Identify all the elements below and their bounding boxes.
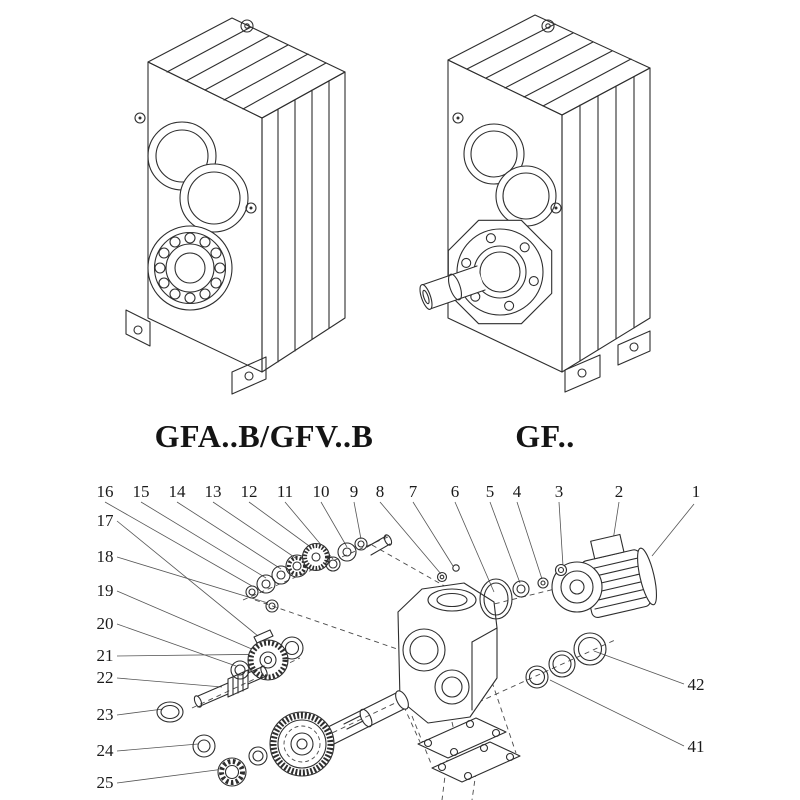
gfab-output-bearing [147, 225, 233, 311]
gf-upper-bore [463, 123, 525, 185]
gf-output-shaft [419, 265, 486, 310]
gf-foot-right [617, 330, 651, 366]
output-gear [269, 711, 335, 777]
part-number-14: 14 [169, 482, 187, 501]
seal-washer [452, 564, 460, 572]
gearbox-drawing-gfab [125, 17, 346, 395]
gfab-foot-right [231, 356, 267, 395]
output-shaft-assembly [156, 690, 409, 787]
part-number-16: 16 [97, 482, 114, 501]
part-number-17: 17 [97, 511, 115, 530]
model-label-gfab: GFA..B/GFV..B [154, 418, 374, 454]
part-number-23: 23 [97, 705, 114, 724]
part-number-labels: 16 15 14 13 12 11 10 9 8 7 6 5 4 3 2 1 1… [97, 482, 705, 792]
part-number-13: 13 [205, 482, 222, 501]
cover-plates [417, 717, 521, 783]
model-label-gf: GF.. [515, 418, 575, 454]
part-number-24: 24 [97, 741, 115, 760]
part-number-6: 6 [451, 482, 460, 501]
part-number-4: 4 [513, 482, 522, 501]
gf-side-face [561, 67, 651, 373]
gf-foot-left [564, 354, 601, 393]
part-number-7: 7 [409, 482, 418, 501]
part-number-21: 21 [97, 646, 114, 665]
part-number-25: 25 [97, 773, 114, 792]
motor-assembly [479, 533, 658, 620]
part-number-20: 20 [97, 614, 114, 633]
part-number-41: 41 [688, 737, 705, 756]
part-number-1: 1 [692, 482, 701, 501]
part-number-3: 3 [555, 482, 564, 501]
part-number-19: 19 [97, 581, 114, 600]
gf-output-flange [447, 219, 553, 325]
gf-lower-bore [495, 165, 557, 227]
part-number-12: 12 [241, 482, 258, 501]
part-number-10: 10 [313, 482, 330, 501]
gfab-lower-bore [179, 163, 249, 233]
part-number-15: 15 [133, 482, 150, 501]
intermediate-gear-assembly [193, 599, 304, 708]
housing-outline [397, 582, 498, 724]
flange-gasket [479, 578, 513, 620]
pinion-section [227, 669, 249, 698]
motor-terminal-box [590, 533, 625, 560]
oil-seal [156, 701, 184, 723]
exploded-view-diagram: 16 15 14 13 12 11 10 9 8 7 6 5 4 3 2 1 1… [97, 482, 705, 800]
input-pinion-assembly [245, 534, 393, 599]
vent-plug [436, 571, 448, 583]
part-number-18: 18 [97, 547, 114, 566]
part-number-5: 5 [486, 482, 495, 501]
part-number-22: 22 [97, 668, 114, 687]
gfab-side-face [261, 71, 346, 373]
gfab-foot-left [125, 309, 151, 347]
shaft-key [253, 629, 274, 644]
gearbox-drawing-gf [419, 14, 651, 393]
part-number-11: 11 [277, 482, 293, 501]
leader-lines [104, 501, 695, 784]
part-number-42: 42 [688, 675, 705, 694]
part-number-8: 8 [376, 482, 385, 501]
part-number-9: 9 [350, 482, 359, 501]
retaining-rings [525, 632, 607, 689]
part-number-2: 2 [615, 482, 624, 501]
gasket-plate [417, 717, 507, 759]
intermediate-gear [247, 639, 289, 681]
cover-plate [431, 741, 521, 783]
gear-housing [397, 564, 498, 724]
